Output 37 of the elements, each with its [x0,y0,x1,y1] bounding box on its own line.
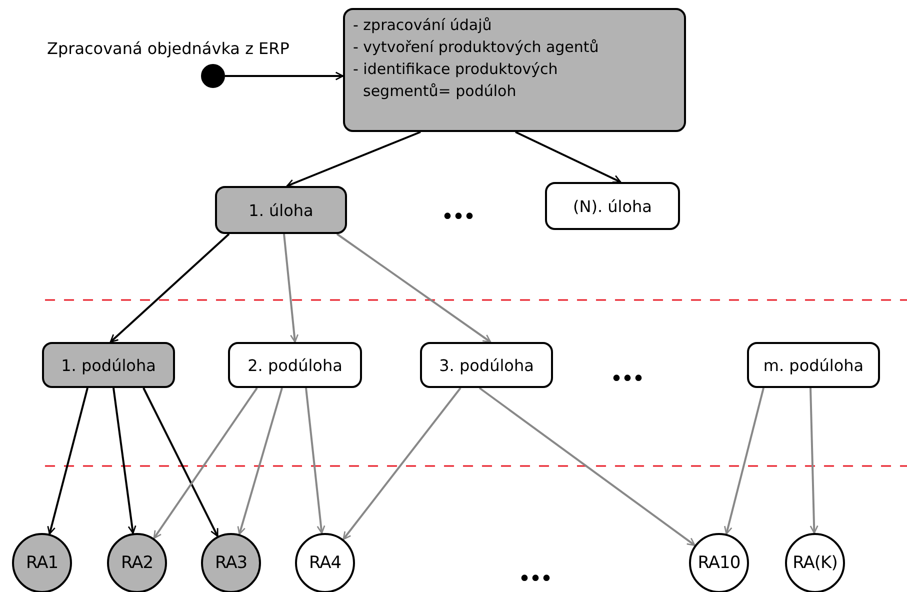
bullet-text: - identifikace produktových segmentů= podúloh [353,59,559,102]
agent-circle: RA2 [107,533,167,592]
task-box: 1. úloha [215,186,347,234]
arrow [724,388,764,535]
arrow [286,131,421,188]
arrow [336,233,492,343]
agent-circle: RA4 [295,533,355,592]
arrow [283,234,299,343]
arrow [237,388,283,535]
task-box: m. podúloha [747,342,880,388]
bullet-text: - zpracování údajů [353,15,492,36]
arrow [515,131,622,183]
arrow [810,388,818,534]
agent-circle: RA3 [201,533,261,592]
arrow [478,387,696,546]
process-box [343,8,686,132]
arrow [305,388,326,534]
ellipsis: ••• [518,567,551,592]
input-label: Zpracovaná objednávka z ERP [47,39,290,58]
arrow [342,387,462,540]
agent-circle: RA1 [12,533,72,592]
arrow [153,387,258,539]
ellipsis: ••• [441,205,474,230]
agent-circle: RA(K) [785,533,845,592]
start-dot [201,64,225,88]
arrow [47,388,88,535]
task-box: 2. podúloha [228,342,362,388]
bullet-text: - vytvoření produktových agentů [353,37,599,58]
arrow [112,388,136,534]
task-box: 3. podúloha [420,342,553,388]
task-box: (N). úloha [545,182,680,230]
agent-circle: RA10 [689,533,749,592]
arrow [225,72,344,80]
arrow [110,233,230,343]
ellipsis: ••• [610,367,643,392]
arrow [142,388,218,537]
task-box: 1. podúloha [42,342,175,388]
